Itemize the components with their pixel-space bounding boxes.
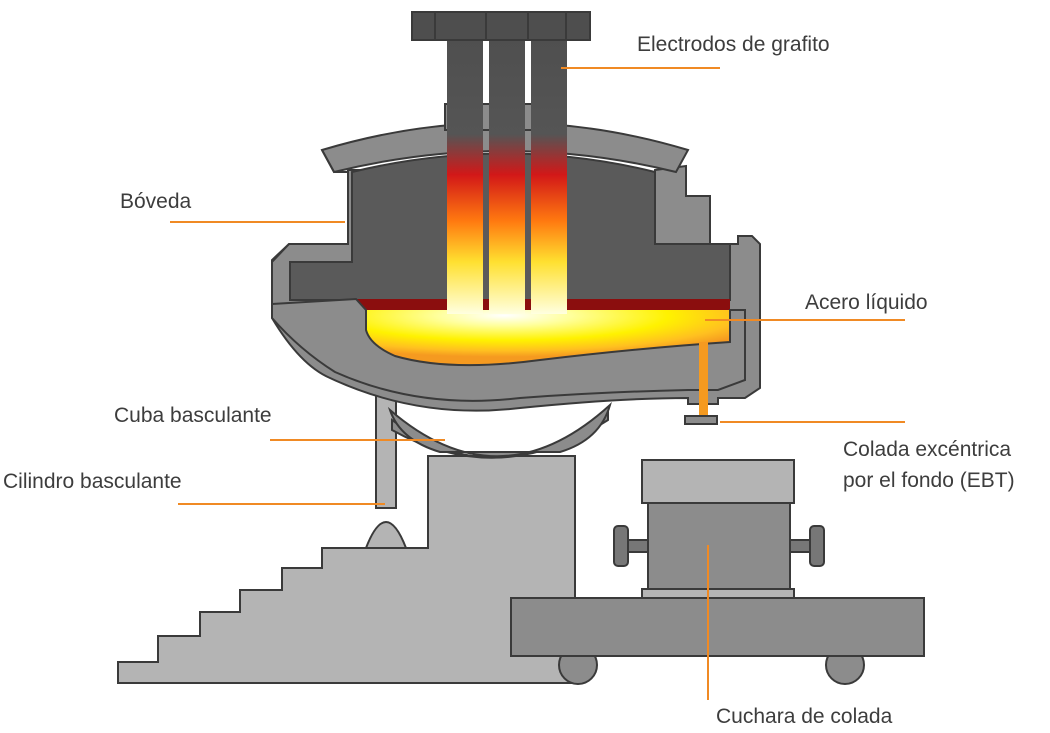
label-tilting-vessel: Cuba basculante xyxy=(114,404,272,427)
label-ebt-line1: Colada excéntrica xyxy=(843,438,1012,461)
electrode-left xyxy=(447,24,483,314)
label-liquid-steel: Acero líquido xyxy=(805,291,928,314)
electrode-right xyxy=(531,24,567,314)
ebt-taphole xyxy=(699,342,708,418)
cylinder-mount xyxy=(364,521,408,549)
ladle-top xyxy=(641,459,795,504)
ladle-bottom xyxy=(641,588,795,599)
label-ladle: Cuchara de colada xyxy=(716,705,893,728)
ladle-trunnion-left xyxy=(627,539,649,553)
ladle-body xyxy=(647,502,791,590)
leader-lines xyxy=(170,67,905,700)
label-ebt-line2: por el fondo (EBT) xyxy=(843,469,1015,492)
tilt-cylinder xyxy=(375,392,397,509)
electrode-center xyxy=(489,24,525,314)
liquid-steel-bath xyxy=(366,310,730,366)
label-electrodes: Electrodos de grafito xyxy=(637,33,830,56)
label-tilt-cylinder: Cilindro basculante xyxy=(3,470,182,493)
ladle-trunnion-right xyxy=(789,539,811,553)
furnace-base xyxy=(117,455,576,684)
graphite-electrodes xyxy=(411,11,591,314)
label-vault: Bóveda xyxy=(120,190,192,213)
